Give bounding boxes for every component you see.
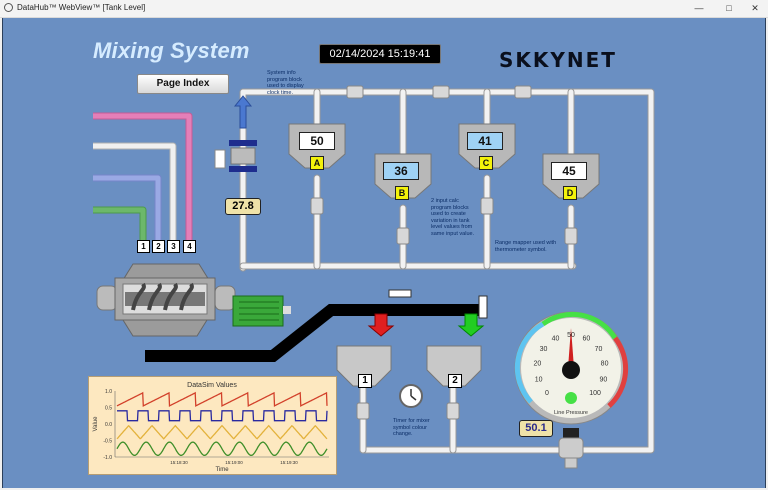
datasim-chart-panel: DataSim Values 1.0 0.5 0.0 -0.5 -1.0 15:18:30 1… bbox=[88, 376, 337, 475]
page-index-button[interactable]: Page Index bbox=[137, 74, 229, 94]
note-system-info: System info program block used to displa… bbox=[267, 70, 304, 96]
close-button[interactable]: ✕ bbox=[751, 3, 759, 13]
tank-b-level: 36 bbox=[383, 162, 419, 180]
tank-d-label: D bbox=[563, 186, 577, 200]
y-tick-label: 0.0 bbox=[105, 422, 112, 428]
x-tick-label: 15:19:30 bbox=[280, 460, 298, 465]
mixer-1-label: 1 bbox=[358, 374, 372, 388]
mixer-tanks bbox=[336, 345, 482, 387]
series-line-sine bbox=[116, 441, 328, 456]
page-heading: Mixing System bbox=[93, 38, 250, 63]
app-icon bbox=[4, 3, 13, 12]
note-calc: 2 input calc program blocks used to crea… bbox=[431, 198, 475, 237]
window-titlebar: DataHub™ WebView™ [Tank Level] — □ ✕ bbox=[0, 0, 768, 18]
tank-a-label: A bbox=[310, 156, 324, 170]
tank-c-label: C bbox=[479, 156, 493, 170]
tank-d-level: 45 bbox=[551, 162, 587, 180]
maximize-button[interactable]: □ bbox=[726, 3, 732, 13]
series-line-ramp bbox=[116, 391, 328, 408]
inlet-tag-2: 2 bbox=[152, 240, 165, 253]
conveyor-belt bbox=[145, 289, 488, 362]
timer-clock-icon bbox=[399, 384, 423, 408]
tank-a-level: 50 bbox=[299, 132, 335, 150]
y-tick-label: -1.0 bbox=[103, 455, 112, 461]
y-tick-label: -0.5 bbox=[103, 439, 112, 445]
tank-b-label: B bbox=[395, 186, 409, 200]
datasim-chart: DataSim Values 1.0 0.5 0.0 -0.5 -1.0 15:18:30 1… bbox=[93, 382, 329, 473]
y-tick-label: 0.5 bbox=[105, 406, 112, 412]
pressure-valve-icon bbox=[558, 428, 584, 469]
x-tick-label: 15:18:30 bbox=[170, 460, 188, 465]
flow-readout: 27.8 bbox=[225, 198, 261, 215]
y-axis-label: Value bbox=[93, 416, 99, 432]
note-range-mapper: Range mapper used with thermometer symbo… bbox=[495, 240, 557, 253]
pressure-gauge bbox=[514, 311, 629, 425]
x-tick-label: 15:19:00 bbox=[225, 460, 243, 465]
window-title: DataHub™ WebView™ [Tank Level] bbox=[17, 3, 146, 12]
inlet-tag-4: 4 bbox=[183, 240, 196, 253]
mixer-2-label: 2 bbox=[448, 374, 462, 388]
hmi-canvas: Mixing System 02/14/2024 15:19:41 Page I… bbox=[2, 18, 766, 488]
clock-display: 02/14/2024 15:19:41 bbox=[319, 44, 441, 64]
tank-c-level: 41 bbox=[467, 132, 503, 150]
inlet-tag-1: 1 bbox=[137, 240, 150, 253]
minimize-button[interactable]: — bbox=[694, 3, 704, 13]
series-line-square bbox=[117, 410, 328, 422]
series-line-triangle bbox=[116, 424, 328, 440]
pressure-readout: 50.1 bbox=[519, 420, 553, 437]
inlet-pipes bbox=[93, 112, 193, 244]
manifold-valve-icons bbox=[310, 85, 578, 420]
screw-mixer-icon bbox=[96, 263, 236, 337]
mixer-arrows bbox=[367, 313, 485, 337]
storage-tanks bbox=[288, 123, 600, 199]
y-tick-label: 1.0 bbox=[105, 389, 112, 395]
chart-title: DataSim Values bbox=[187, 382, 237, 389]
motor-icon bbox=[232, 295, 291, 327]
skkynet-logo: SKKYNET bbox=[499, 48, 617, 72]
x-axis-label: Time bbox=[215, 467, 229, 473]
inlet-tag-3: 3 bbox=[167, 240, 180, 253]
note-timer: Timer for mixer symbol colour change. bbox=[393, 418, 430, 437]
flow-meter-icon bbox=[214, 95, 257, 172]
